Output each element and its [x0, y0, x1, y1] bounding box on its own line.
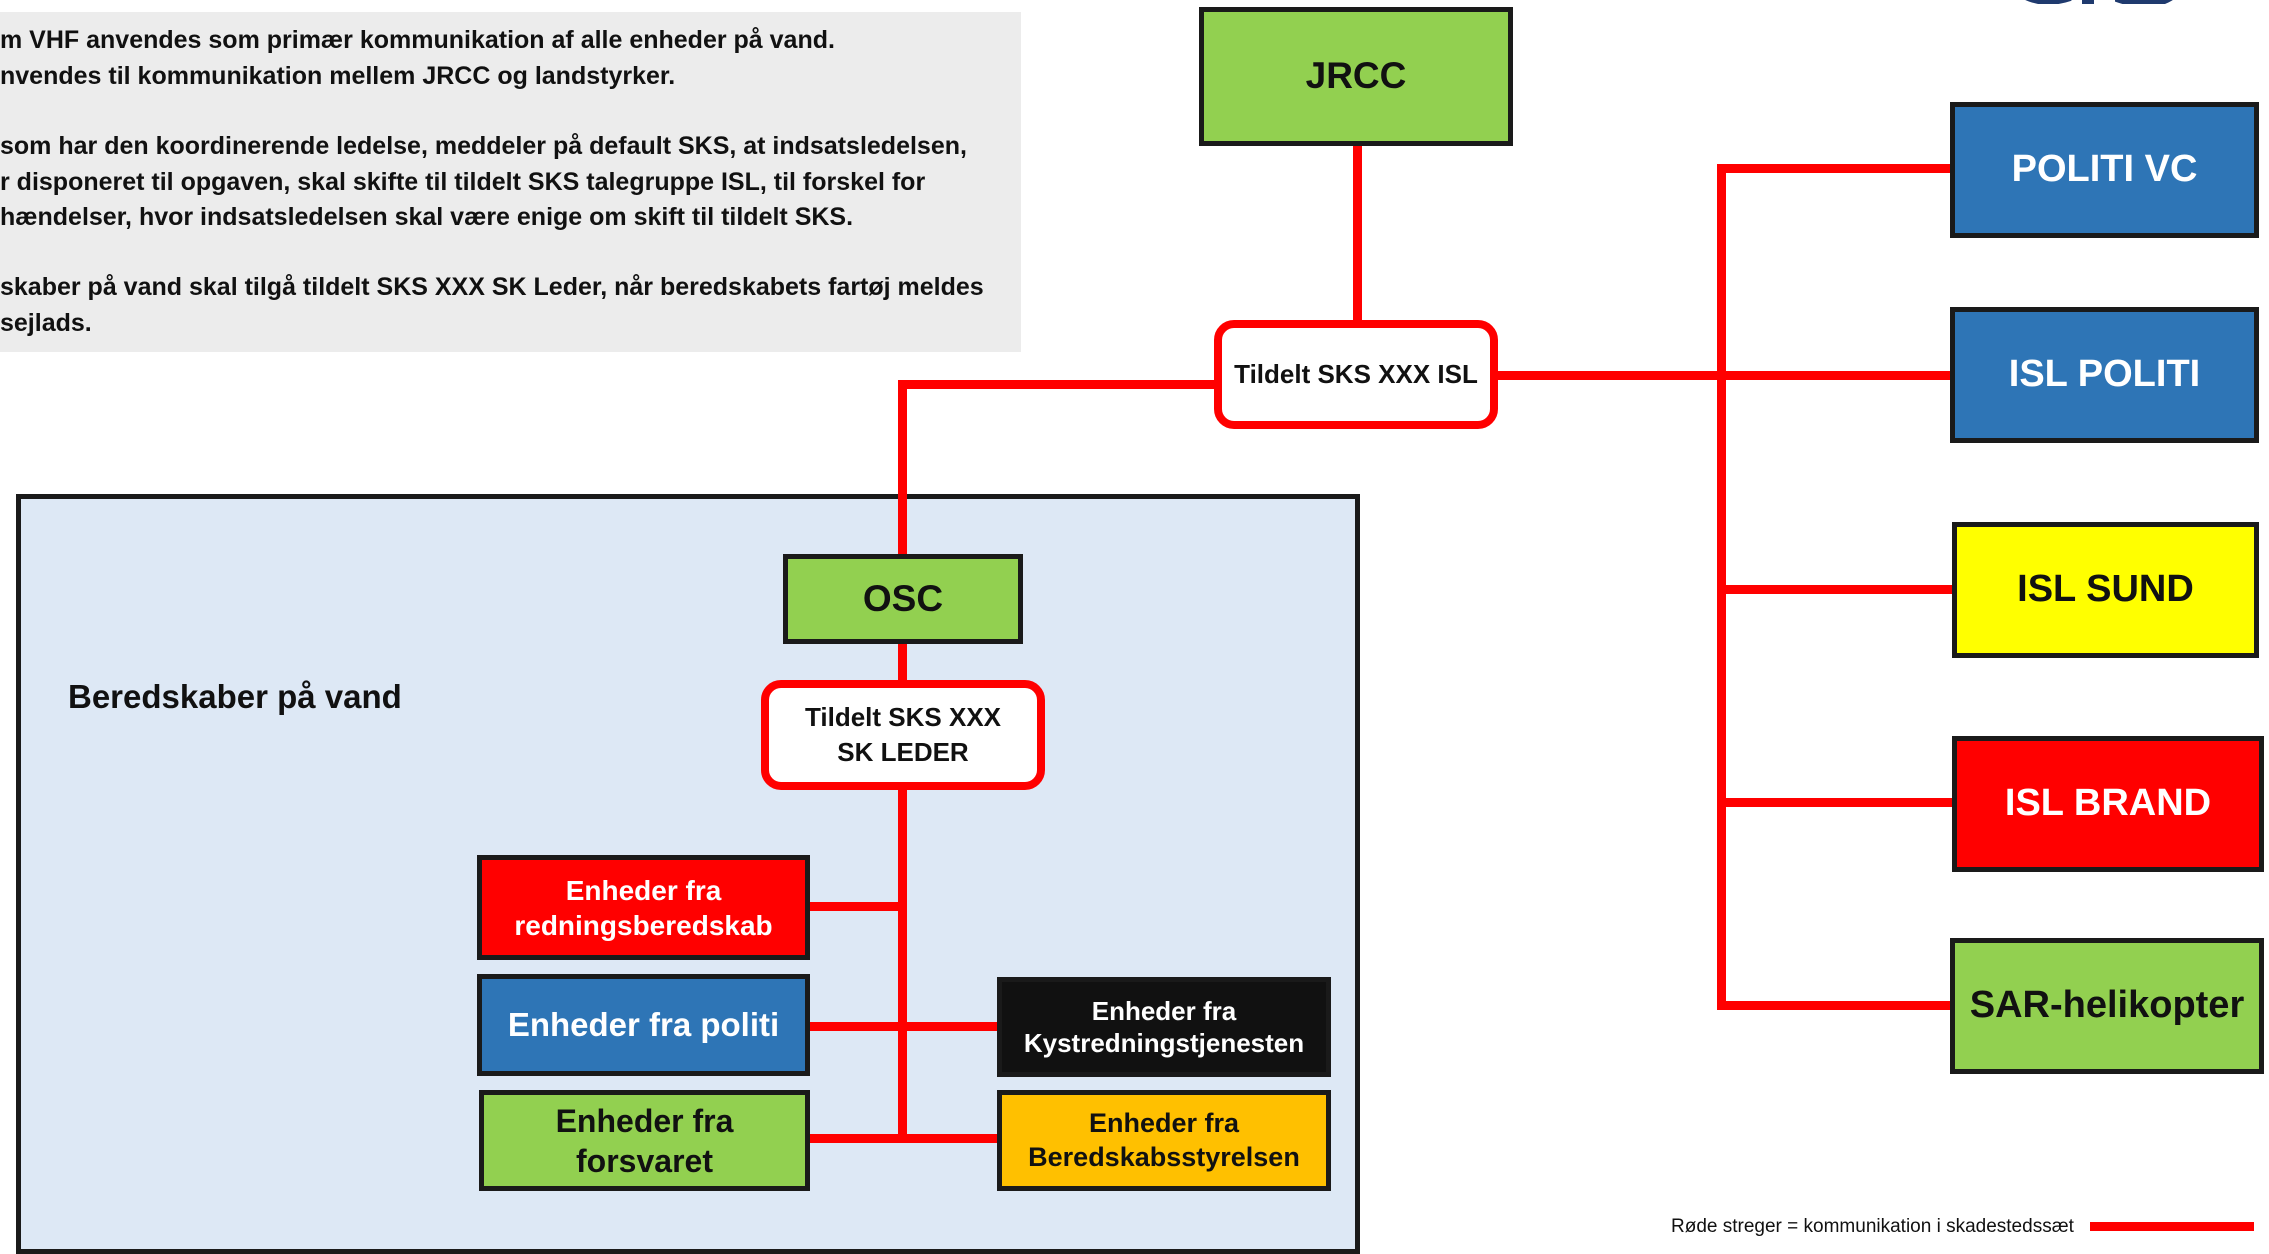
isl-brand-node: ISL BRAND	[1952, 736, 2264, 872]
line-to-isl-brand	[1717, 798, 1953, 807]
kystredning-units-node: Enheder fra Kystredningstjenesten	[997, 977, 1331, 1077]
kyst-label-2: Kystredningstjenesten	[1023, 1028, 1305, 1058]
sk-leder-label-2: SK LEDER	[837, 737, 969, 767]
politi-vc-node: POLITI VC	[1950, 102, 2259, 238]
line-jrcc-isl	[1353, 140, 1362, 328]
isl-sund-node: ISL SUND	[1952, 522, 2259, 658]
redningsberedskab-units-node: Enheder fra redningsberedskab	[477, 855, 810, 960]
line-forsvaret-brs	[806, 1134, 1002, 1143]
jrcc-node: JRCC	[1199, 7, 1513, 146]
legend-red-line	[2090, 1222, 2254, 1231]
sk-leder-label-1: Tildelt SKS XXX	[804, 701, 1001, 732]
politi-vc-label: POLITI VC	[2011, 148, 2198, 191]
line-politi-kyst	[806, 1022, 1002, 1031]
redning-label-2: redningsberedskab	[514, 909, 773, 941]
info-note-panel: m VHF anvendes som primær kommunikation …	[0, 12, 1021, 352]
forsvaret-label-1: Enheder fra	[555, 1102, 734, 1139]
beredskabsstyrelsen-units-node: Enheder fra Beredskabsstyrelsen	[997, 1090, 1331, 1191]
jrcc-label: JRCC	[1305, 55, 1407, 97]
note-line-1: m VHF anvendes som primær kommunikation …	[0, 26, 835, 54]
politi-units-node: Enheder fra politi	[477, 974, 810, 1076]
line-to-politi-vc	[1717, 164, 1953, 173]
isl-talkgroup-node: Tildelt SKS XXX ISL	[1214, 320, 1498, 429]
forsvaret-units-node: Enheder fra forsvaret	[479, 1090, 810, 1191]
forsvaret-label-2: forsvaret	[576, 1142, 713, 1179]
note-line-4: r disponeret til opgaven, skal skifte ti…	[0, 168, 926, 196]
sar-helikopter-node: SAR-helikopter	[1950, 938, 2264, 1074]
note-line-7: sejlads.	[0, 309, 92, 337]
line-to-osc	[898, 380, 907, 556]
isl-sund-label: ISL SUND	[2017, 568, 2194, 611]
isl-politi-label: ISL POLITI	[2008, 353, 2201, 396]
brs-label-1: Enheder fra	[1088, 1107, 1240, 1138]
osc-label: OSC	[862, 577, 944, 619]
line-sk-trunk	[898, 786, 907, 1143]
line-isl-left	[898, 380, 1218, 389]
sk-leder-node: Tildelt SKS XXX SK LEDER	[761, 680, 1045, 790]
line-to-isl-sund	[1717, 585, 1953, 594]
line-to-redning	[806, 902, 903, 911]
line-to-sar	[1717, 1001, 1953, 1010]
line-osc-sk	[898, 640, 907, 684]
isl-politi-node: ISL POLITI	[1950, 307, 2259, 443]
kyst-label-1: Enheder fra	[1091, 995, 1237, 1026]
osc-node: OSC	[783, 554, 1023, 644]
logo-mark	[2025, 0, 2173, 4]
logo	[2010, 0, 2260, 4]
water-area-label: Beredskaber på vand	[68, 678, 402, 715]
sar-helikopter-label: SAR-helikopter	[1969, 984, 2245, 1027]
brs-label-2: Beredskabsstyrelsen	[1028, 1141, 1300, 1172]
note-line-6: skaber på vand skal tilgå tildelt SKS XX…	[0, 273, 984, 301]
note-line-2: nvendes til kommunikation mellem JRCC og…	[0, 62, 676, 90]
isl-talkgroup-label: Tildelt SKS XXX ISL	[1234, 358, 1478, 389]
note-line-3: som har den koordinerende ledelse, medde…	[0, 132, 967, 160]
politi-units-label: Enheder fra politi	[507, 1006, 780, 1044]
isl-brand-label: ISL BRAND	[2004, 782, 2212, 825]
redning-label-1: Enheder fra	[565, 874, 722, 906]
note-line-5: hændelser, hvor indsatsledelsen skal vær…	[0, 203, 854, 231]
legend-text: Røde streger = kommunikation i skadested…	[1671, 1216, 2074, 1237]
